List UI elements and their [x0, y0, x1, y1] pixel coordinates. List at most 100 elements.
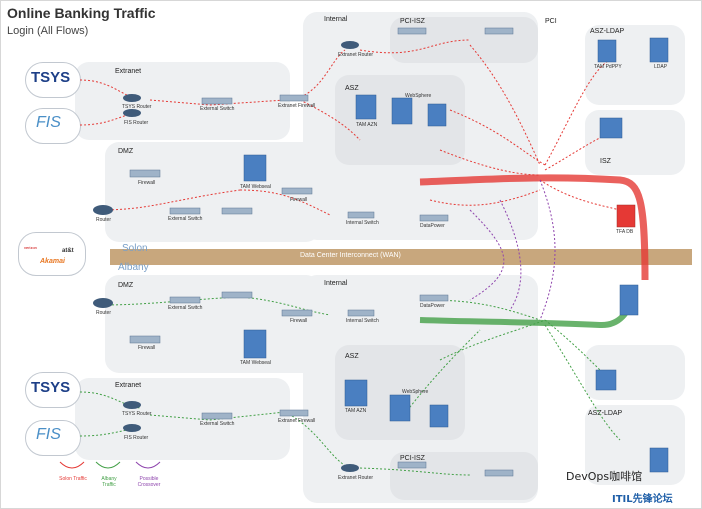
zone-label-isz-top: ISZ [600, 158, 611, 165]
solon-trunk-path [419, 174, 649, 281]
dmz-switch-top-icon [221, 207, 253, 215]
extranet-router-top-label: Extranet Router [338, 52, 374, 58]
extranet-firewall-bottom-icon [279, 409, 309, 417]
tsys-logo-top: TSYS [31, 69, 71, 86]
tsys-router-top-icon [123, 94, 141, 102]
zone-label-pci-isz-bottom: PCI-ISZ [400, 455, 425, 462]
extranet-firewall-top-icon [279, 94, 309, 102]
firewall-dmz-bottom-label: Firewall [138, 345, 156, 351]
watermark-devops: DevOps咖啡馆 [566, 470, 643, 483]
fis-router-bottom-icon [123, 424, 141, 432]
pci-switch-top-b-icon [484, 27, 514, 35]
tam-pdppy-icon [597, 39, 617, 63]
websphere-top-label: WebSphere [405, 93, 432, 99]
tsys-logo-bottom: TSYS [31, 379, 71, 396]
crossover-path-1 [539, 179, 556, 321]
legend-albany: Albany Traffic [101, 476, 117, 488]
router-top-icon [93, 205, 113, 215]
firewall-dmz-top-icon [129, 169, 161, 178]
link-firewall-extranet-router-bottom [284, 411, 351, 469]
extranet-router-bottom-label: Extranet Router [338, 475, 374, 481]
link-ws-to-core [449, 109, 546, 166]
link-to-pci-isz-bottom [359, 467, 471, 476]
tam-azn-top-label: TAM AZN [356, 122, 378, 128]
fis-logo-top: FIS [36, 114, 61, 131]
fis-logo-bottom: FIS [36, 426, 61, 443]
link-asz-to-core [439, 149, 541, 176]
albany-trunk-path [419, 299, 633, 328]
link-firewall-extranet-router [284, 49, 346, 101]
zone-label-asz-top: ASZ [345, 85, 359, 92]
tam-webseal-bottom-icon [243, 329, 267, 359]
cloud-internet [18, 232, 86, 276]
link-core-to-ldap [544, 59, 611, 166]
internal-switch-bottom-label: Internal Switch [346, 318, 379, 324]
firewall-bottom-label: Firewall [290, 318, 308, 324]
router-bottom-icon [93, 298, 113, 308]
crossover-lines [469, 179, 556, 321]
zone-asz-ldap-top [585, 25, 685, 105]
site-label-solon: Solon [122, 243, 148, 254]
tam-webseal-top-icon [243, 154, 267, 182]
cloud-tsys-bottom [25, 372, 81, 408]
link-to-asz-top [299, 99, 361, 141]
tsys-router-bottom-icon [123, 401, 141, 409]
fis-router-bottom-label: FIS Router [124, 435, 149, 441]
extranet-router-bottom-icon [341, 464, 359, 472]
zone-label-internal-bottom: Internal [324, 280, 348, 287]
websphere-bottom-a-icon [389, 394, 411, 422]
fis-router-top-label: FIS Router [124, 120, 149, 126]
link-dmz-to-internal [239, 189, 331, 216]
zone-label-dmz-top: DMZ [118, 148, 134, 155]
firewall-top-icon [281, 187, 313, 195]
router-bottom-label: Router [96, 310, 112, 316]
link-datapower-core [429, 189, 541, 206]
tsys-router-bottom-label: TSYS Router [122, 411, 152, 417]
link-extranet-top-firewall [149, 99, 286, 106]
router-icons [93, 41, 359, 472]
external-switch-dmz-top-label: External Switch [168, 216, 203, 222]
websphere-top-b-icon [427, 103, 447, 127]
solon-trunk [419, 174, 649, 281]
core-storage-icon [619, 284, 639, 316]
tam-webseal-top-label: TAM Webseal [240, 184, 271, 190]
zone-label-extranet-top: Extranet [115, 68, 142, 75]
ldap-top-icon [649, 37, 669, 63]
external-switch-bottom-icon [201, 412, 233, 420]
firewall-bottom-icon [281, 309, 313, 317]
zone-label-dmz-bottom: DMZ [118, 282, 134, 289]
wan-interconnect-band [110, 249, 692, 265]
link-router-dmz-top [99, 189, 241, 211]
solon-traffic-lines [79, 39, 621, 216]
websphere-top-a-icon [391, 97, 413, 125]
external-switch-dmz-top-icon [169, 207, 201, 215]
external-switch-top-label: External Switch [200, 106, 235, 112]
isz-bottom-server-icon [595, 369, 617, 391]
zone-label-asz-ldap-bottom: ASZ-LDAP [588, 410, 623, 417]
tam-azn-bottom-label: TAM AZN [345, 408, 367, 414]
tfa-db-label: TFA DB [616, 229, 634, 235]
extranet-firewall-bottom-label: Extranet Firewall [278, 418, 316, 424]
firewall-top-label: Firewall [290, 197, 308, 203]
tam-pdppy-label: TAM PdPPY [594, 64, 622, 70]
link-asz-bottom-core [439, 319, 546, 361]
ldap-bottom-icon [649, 447, 669, 473]
zone-label-pci-top: PCI [545, 18, 557, 25]
site-label-albany: Albany [118, 262, 149, 273]
tam-azn-bottom-icon [344, 379, 368, 407]
link-core-to-ldap-bottom [544, 324, 621, 441]
watermark-itil: ITIL先锋论坛 [612, 494, 673, 505]
albany-trunk [419, 299, 633, 328]
datapower-top-icon [419, 214, 449, 222]
firewall-dmz-bottom-icon [129, 335, 161, 344]
pci-switch-top-a-icon [397, 27, 427, 35]
isz-top-server-icon [599, 117, 623, 139]
crossover-path-3 [469, 209, 505, 301]
firewall-dmz-top-label: Firewall [138, 180, 156, 186]
cloud-fis-top [25, 108, 81, 144]
link-extranet-bottom-firewall [149, 411, 286, 421]
link-core-to-tfa [539, 179, 621, 211]
legend-solon: Solon Traffic [59, 476, 87, 482]
legend-crossover: Possible Crossover [137, 476, 161, 488]
